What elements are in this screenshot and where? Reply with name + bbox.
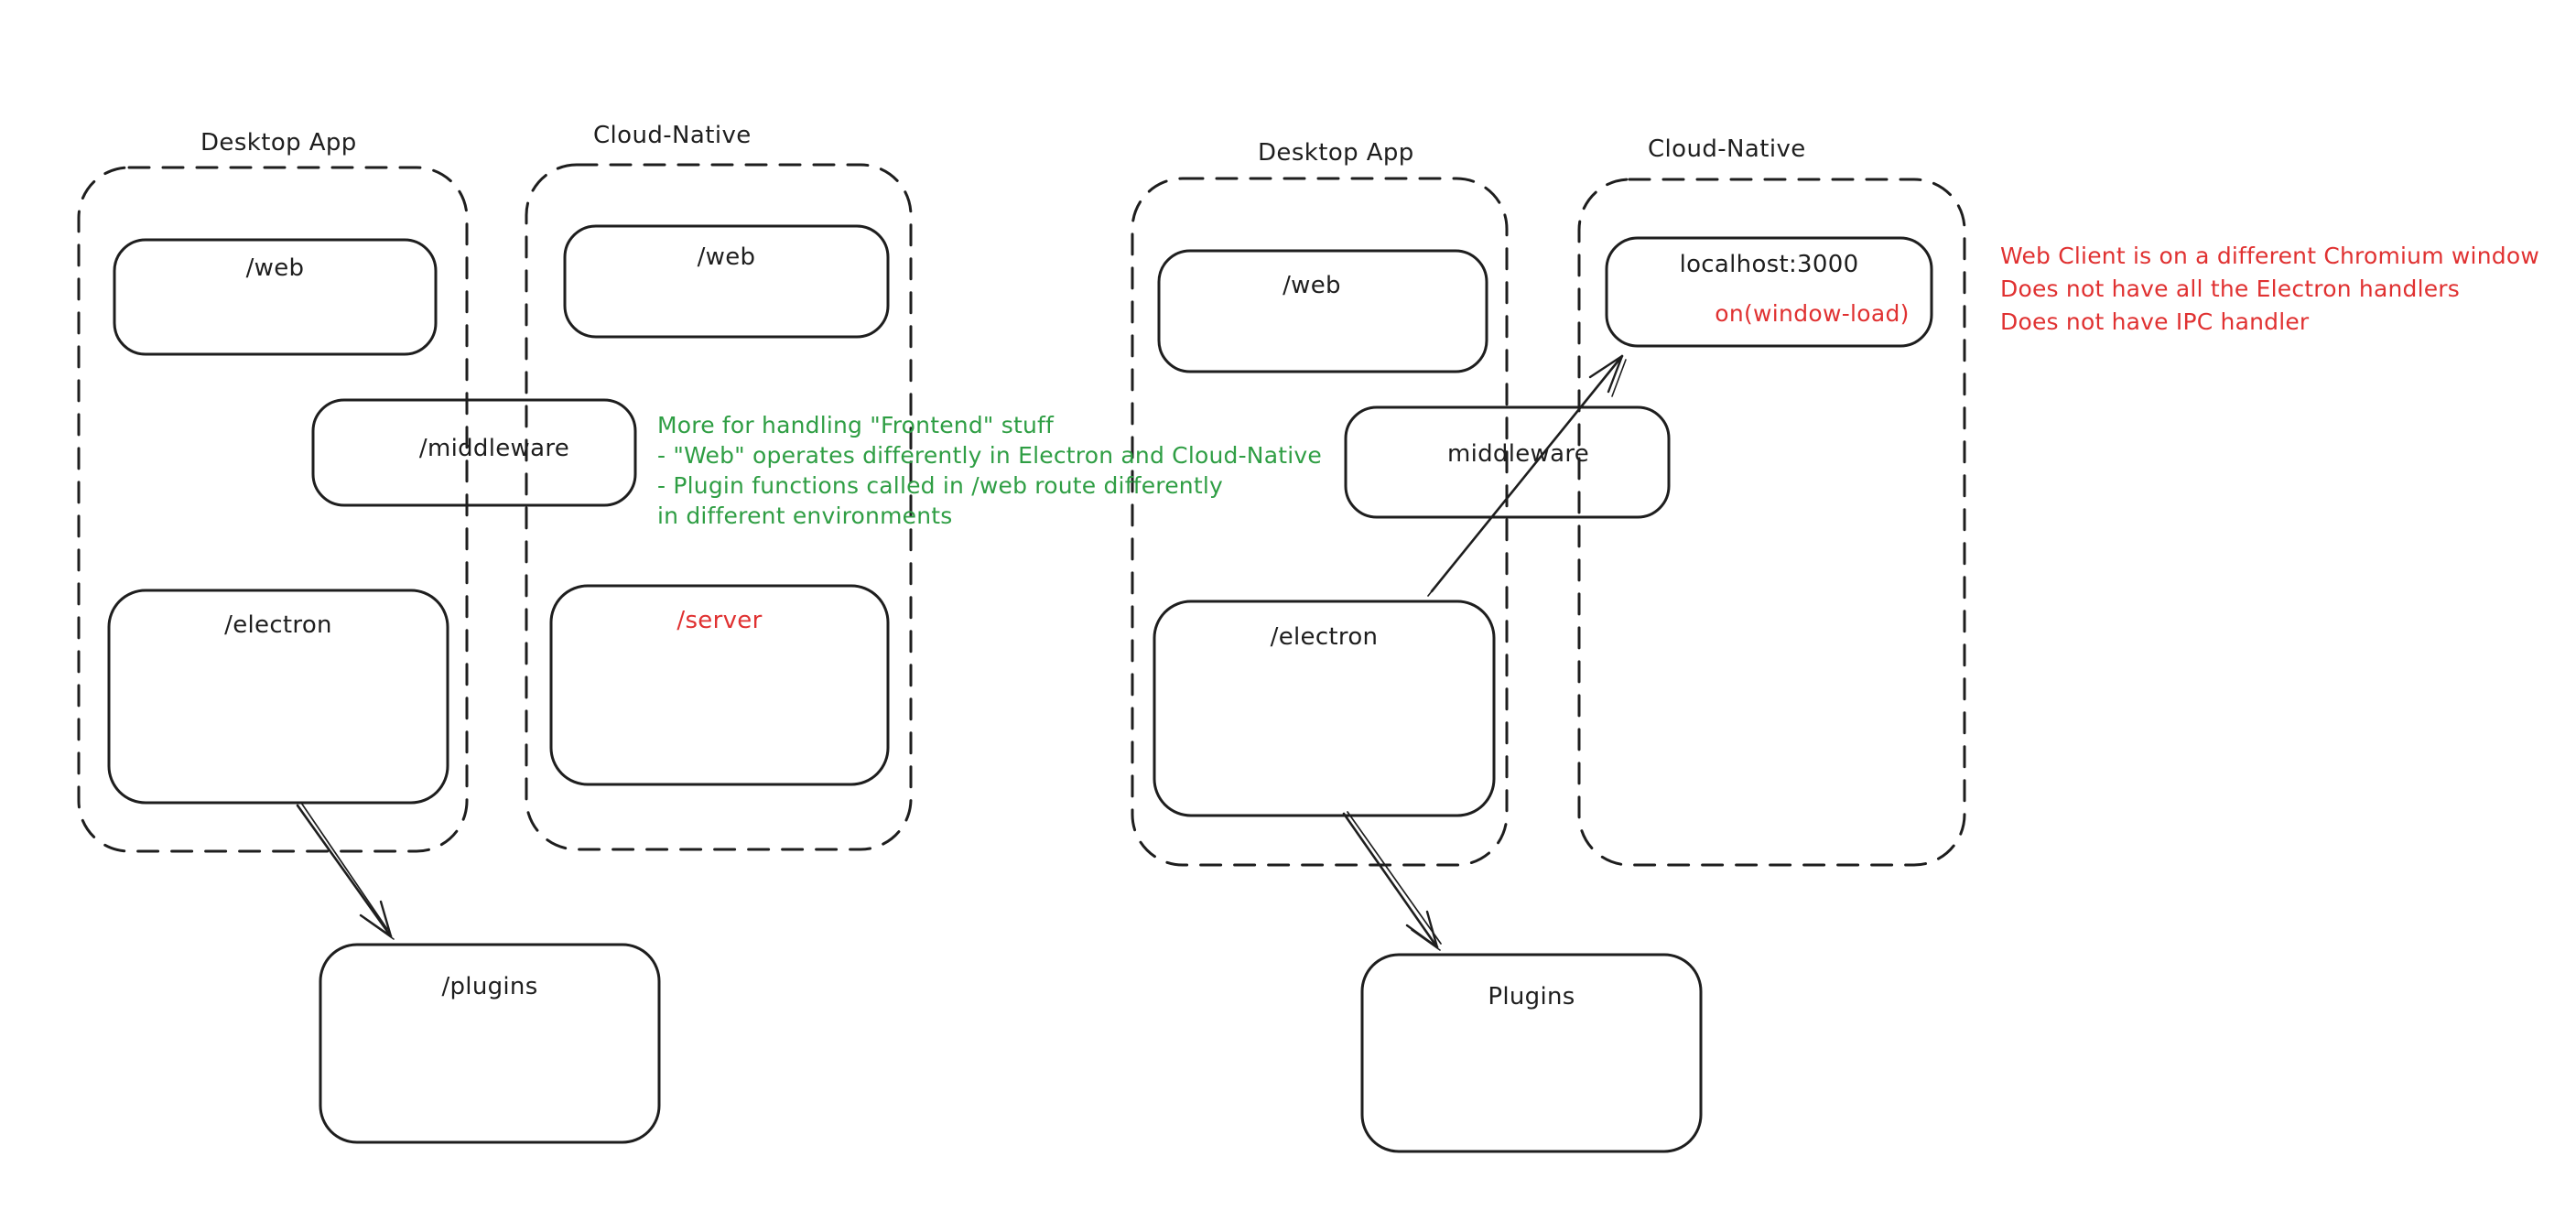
box-middleware-left (311, 398, 637, 507)
box-electron-left (107, 589, 449, 805)
box-server-left (549, 584, 890, 786)
label-localhost-right: localhost:3000 (1679, 251, 1859, 278)
note-line: Web Client is on a different Chromium wi… (2000, 243, 2539, 269)
label-plugins-right: Plugins (1488, 983, 1575, 1010)
note-line: Does not have all the Electron handlers (2000, 276, 2461, 302)
label-web-right: /web (1283, 272, 1341, 299)
label-web-cloud-left: /web (697, 243, 756, 271)
note-line: - Plugin functions called in /web route … (657, 472, 1223, 499)
note-frontend-handling: More for handling "Frontend" stuff - "We… (657, 410, 1322, 531)
box-plugins-right (1360, 953, 1703, 1153)
box-electron-right (1153, 600, 1496, 817)
label-middleware-left: /middleware (418, 435, 570, 462)
note-line: in different environments (657, 503, 953, 529)
container-desktop-app-left (77, 166, 469, 853)
box-middleware-right (1344, 405, 1671, 519)
label-plugins-left: /plugins (441, 973, 538, 1000)
box-web-cloud-left (563, 224, 890, 339)
label-electron-right: /electron (1270, 623, 1379, 651)
box-plugins-left (319, 943, 661, 1144)
arrow-electron-to-localhost-right (1427, 354, 1627, 597)
box-web-desktop-left (113, 238, 438, 356)
note-line: More for handling "Frontend" stuff (657, 412, 1055, 438)
note-web-client-limitations: Web Client is on a different Chromium wi… (2000, 240, 2539, 339)
container-cloud-native-right (1577, 178, 1966, 867)
note-line: Does not have IPC handler (2000, 308, 2310, 335)
title-cloud-native-left: Cloud-Native (593, 122, 752, 149)
arrow-electron-to-plugins-left (296, 802, 395, 940)
arrow-electron-to-plugins-right (1342, 811, 1442, 951)
title-desktop-app-right: Desktop App (1258, 139, 1414, 167)
label-web-desktop-left: /web (245, 254, 305, 282)
box-web-right (1157, 249, 1488, 373)
label-server-left: /server (676, 607, 763, 634)
title-cloud-native-right: Cloud-Native (1648, 135, 1806, 163)
container-desktop-app-right (1131, 177, 1509, 867)
label-localhost-event-right: on(window-load) (1715, 300, 1910, 327)
note-line: - "Web" operates differently in Electron… (657, 442, 1322, 469)
box-localhost-right (1605, 236, 1933, 348)
container-cloud-native-left (525, 163, 913, 851)
title-desktop-app-left: Desktop App (200, 129, 357, 157)
label-middleware-right: middleware (1446, 440, 1590, 468)
label-electron-left: /electron (224, 611, 332, 639)
